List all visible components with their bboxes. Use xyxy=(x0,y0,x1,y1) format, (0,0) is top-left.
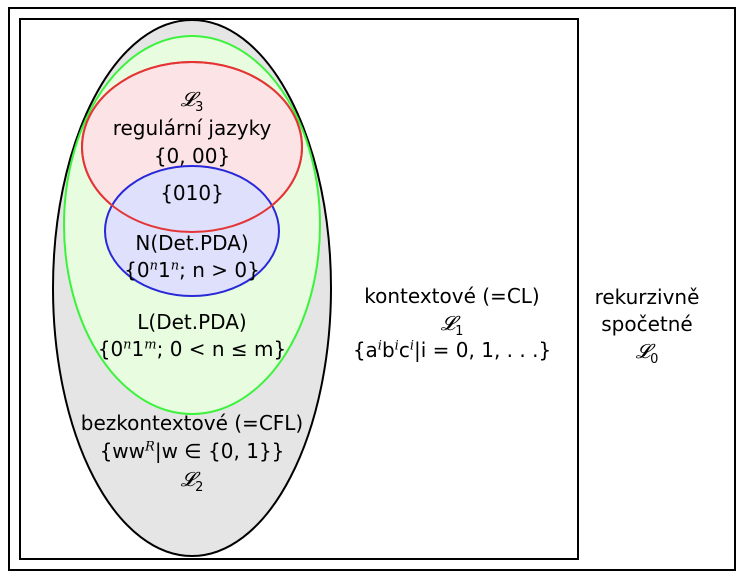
cfl-symbol: 𝓛2 xyxy=(180,467,204,495)
ldet-example: {0n1m; 0 < n ≤ m} xyxy=(97,337,287,361)
intersection-example: {010} xyxy=(160,181,224,205)
cfl-example: {wwR|w ∈ {0, 1}} xyxy=(99,439,285,463)
ldet-name: L(Det.PDA) xyxy=(137,310,247,334)
re-symbol: 𝓛0 xyxy=(635,339,659,367)
cfl-name: bezkontextové (=CFL) xyxy=(80,411,304,435)
cl-symbol: 𝓛1 xyxy=(440,311,464,339)
regular-ellipse-outline xyxy=(81,61,303,233)
regular-example: {0, 00} xyxy=(153,144,231,168)
ndet-example: {0n1n; n > 0} xyxy=(124,258,260,282)
regular-symbol: 𝓛3 xyxy=(180,87,204,115)
ndet-name: N(Det.PDA) xyxy=(135,231,249,255)
re-line2: spočetné xyxy=(601,312,693,336)
re-line1: rekurzivně xyxy=(594,285,700,309)
cl-frame xyxy=(19,18,579,560)
cl-name: kontextové (=CL) xyxy=(364,284,540,308)
re-frame xyxy=(8,7,736,571)
regular-name: regulární jazyky xyxy=(112,116,272,140)
cl-example: {aibici|i = 0, 1, . . .} xyxy=(352,338,552,362)
